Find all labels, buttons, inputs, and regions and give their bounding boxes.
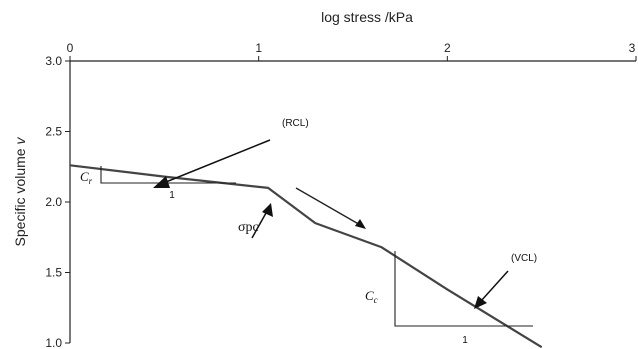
x-tick-label: 1	[255, 41, 262, 55]
y-axis-title-symbol: v	[12, 137, 28, 145]
vcl-label: (VCL)	[511, 253, 537, 264]
y-axis-title: Specific volume v	[12, 137, 28, 247]
y-tick-label: 2.5	[45, 125, 62, 139]
x-ticks-group: 0 1 2 3	[67, 41, 637, 61]
sigma-pc-arrow-head	[262, 203, 273, 217]
cr-slope-triangle	[100, 166, 236, 184]
y-tick-label: 2.0	[45, 195, 62, 209]
y-ticks-group: 3.0 2.5 2.0 1.5 1.0	[45, 54, 70, 349]
x-axis-title: log stress /kPa	[321, 9, 413, 25]
cr-run-label: 1	[169, 190, 175, 201]
direction-arrow-line	[295, 187, 363, 227]
y-tick-label: 3.0	[45, 54, 62, 68]
rcl-arrow-line	[165, 139, 271, 183]
direction-arrow-head	[355, 219, 366, 229]
x-tick-label: 0	[67, 41, 74, 55]
series-line	[69, 164, 543, 349]
sigma-pc-arrow-line	[251, 212, 267, 239]
x-tick-label: 2	[444, 41, 451, 55]
y-tick-label: 1.0	[45, 336, 62, 349]
rcl-label: (RCL)	[282, 118, 309, 129]
cr-label: Cr	[80, 169, 93, 186]
y-tick-label: 1.5	[45, 266, 62, 280]
x-tick-label: 3	[629, 41, 636, 55]
cc-label: Cc	[365, 288, 378, 305]
vcl-arrow-line	[480, 270, 509, 302]
rcl-arrow-head	[153, 176, 170, 188]
sigma-pc-label: σpc	[238, 220, 259, 235]
vcl-arrow-head	[474, 296, 487, 309]
cc-slope-triangle	[394, 251, 533, 327]
cc-run-label: 1	[462, 335, 468, 346]
y-axis-title-main: Specific volume	[12, 145, 28, 247]
